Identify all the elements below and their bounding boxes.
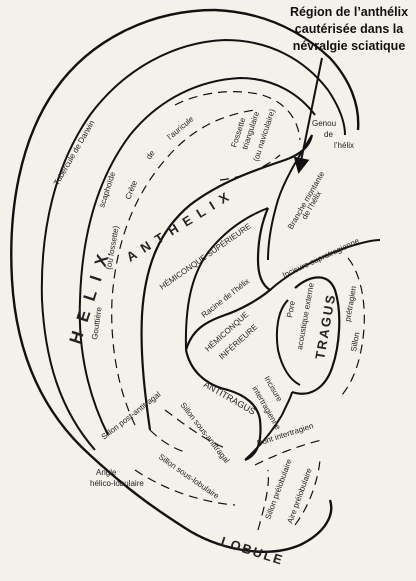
label-genou-1: Genou — [312, 119, 336, 128]
label-pore-2: acoustique externe — [295, 282, 316, 351]
label-fossette: (ou fossette) — [104, 225, 121, 271]
label-de: de — [144, 148, 157, 161]
antihelix-crest-dashed — [111, 109, 256, 426]
label-antitragus: ANTITRAGUS — [202, 379, 257, 417]
label-tragus: TRAGUS — [312, 292, 338, 360]
antitragus-contour — [184, 349, 262, 462]
antihelix-body — [140, 134, 314, 431]
label-sillon-pretragien-2: prétragien — [343, 285, 358, 322]
post-antitragal-groove — [149, 429, 186, 453]
label-angle-1: Angle — [96, 468, 117, 477]
tragus-contour — [291, 276, 341, 395]
label-tubercule-darwin: Tubercule de Darwin — [52, 119, 97, 187]
label-aire-prelobulaire: Aire prélobulaire — [285, 466, 314, 524]
label-branche-montante-1: Branche montante — [286, 169, 327, 231]
label-genou-3: l’hélix — [334, 141, 354, 150]
scapha-edge — [78, 76, 316, 436]
fossa-inner-dashed — [219, 154, 281, 181]
caption-arrow — [293, 57, 323, 174]
label-pont-intertragien: Pont intertragien — [256, 421, 315, 448]
intertragic-bridge — [254, 439, 323, 466]
label-auricule: l’auricule — [166, 114, 196, 142]
pretragal-groove — [341, 257, 365, 396]
antihelix-inferior-crus — [184, 207, 269, 351]
label-angle-2: hélico-lobulaire — [90, 479, 144, 488]
sub-lobular-groove — [134, 469, 236, 506]
ear-canal-pore — [275, 299, 301, 386]
label-sillon-sous-lobulaire: Sillon sous-lobulaire — [157, 452, 221, 501]
prelobular-area — [294, 459, 321, 526]
label-sillon-pretragien-1: Sillon — [349, 332, 361, 353]
label-sillon-sous-antitragal: Sillon sous-antitragal — [178, 401, 231, 465]
helix-outer-contour — [10, 8, 333, 553]
ascending-helix-branch — [267, 134, 313, 261]
helix-rim-right — [214, 8, 360, 131]
prelobular-groove — [257, 469, 270, 531]
helix-inner-edge — [40, 38, 346, 451]
label-lobule: LOBULE — [219, 534, 286, 568]
label-sillon-post-antitragal: Sillon post-antitragal — [100, 390, 163, 442]
supratragic-incisure — [269, 239, 381, 291]
intertragic-incisure — [244, 391, 293, 461]
label-pore-1: Pore — [285, 300, 297, 319]
label-genou-2: de — [324, 130, 333, 139]
label-incisure-supratragienne: Incisure supratragienne — [281, 236, 361, 280]
sub-antitragal-groove — [164, 409, 226, 449]
label-crete: Crête — [124, 179, 140, 201]
